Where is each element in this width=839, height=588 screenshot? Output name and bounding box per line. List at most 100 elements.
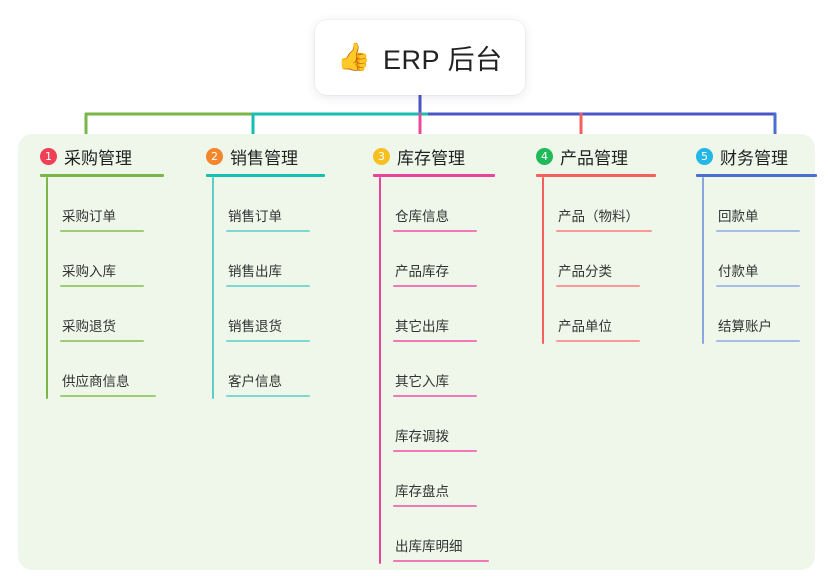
- list-item[interactable]: 回款单: [702, 177, 815, 232]
- leaf-label: 回款单: [718, 209, 759, 225]
- branch-spine-5: [702, 177, 704, 344]
- list-item[interactable]: 仓库信息: [379, 177, 523, 232]
- leaf-label: 库存调拨: [395, 429, 449, 445]
- leaf-underline: [556, 230, 652, 232]
- list-item[interactable]: 产品单位: [542, 287, 683, 342]
- branch-title-2: 销售管理: [230, 149, 298, 168]
- list-item[interactable]: 销售退货: [212, 287, 355, 342]
- list-item[interactable]: 其它入库: [379, 342, 523, 397]
- branch-items-2: 销售订单 销售出库 销售退货 客户信息: [212, 177, 355, 399]
- branch-title-4: 产品管理: [560, 149, 628, 168]
- list-item[interactable]: 采购入库: [46, 232, 188, 287]
- leaf-underline: [226, 285, 310, 287]
- list-item[interactable]: 产品库存: [379, 232, 523, 287]
- list-item[interactable]: 库存调拨: [379, 397, 523, 452]
- leaf-underline: [393, 450, 477, 452]
- branch-header-1[interactable]: 1 采购管理: [40, 134, 188, 172]
- branch-items-5: 回款单 付款单 结算账户: [702, 177, 815, 344]
- list-item[interactable]: 采购退货: [46, 287, 188, 342]
- leaf-underline: [556, 340, 640, 342]
- leaf-underline: [716, 230, 800, 232]
- branch-title-3: 库存管理: [397, 149, 465, 168]
- leaf-label: 仓库信息: [395, 209, 449, 225]
- leaf-label: 产品（物料）: [558, 209, 639, 225]
- leaf-underline: [60, 285, 144, 287]
- leaf-underline: [393, 560, 489, 562]
- branch-column-5: 5 财务管理 回款单 付款单 结算账户: [683, 134, 817, 570]
- list-item[interactable]: 产品分类: [542, 232, 683, 287]
- branch-spine-1: [46, 177, 48, 399]
- leaf-label: 采购订单: [62, 209, 116, 225]
- list-item[interactable]: 库存盘点: [379, 452, 523, 507]
- list-item[interactable]: 付款单: [702, 232, 815, 287]
- branch-items-1: 采购订单 采购入库 采购退货 供应商信息: [46, 177, 188, 399]
- leaf-underline: [393, 230, 477, 232]
- leaf-underline: [393, 285, 477, 287]
- list-item[interactable]: 销售订单: [212, 177, 355, 232]
- branch-underline-3: [373, 174, 495, 177]
- branch-header-3[interactable]: 3 库存管理: [373, 134, 523, 172]
- branch-underline-2: [206, 174, 325, 177]
- branch-header-4[interactable]: 4 产品管理: [536, 134, 683, 172]
- branch-items-4: 产品（物料） 产品分类 产品单位: [542, 177, 683, 344]
- list-item[interactable]: 结算账户: [702, 287, 815, 342]
- leaf-label: 采购入库: [62, 264, 116, 280]
- leaf-label: 产品库存: [395, 264, 449, 280]
- leaf-label: 其它入库: [395, 374, 449, 390]
- branch-badge-3: 3: [373, 148, 390, 165]
- leaf-label: 出库库明细: [395, 539, 463, 555]
- branch-badge-5: 5: [696, 148, 713, 165]
- list-item[interactable]: 出库库明细: [379, 507, 523, 562]
- root-title: ERP 后台: [383, 45, 503, 75]
- leaf-underline: [393, 340, 477, 342]
- leaf-underline: [60, 395, 156, 397]
- leaf-underline: [716, 340, 800, 342]
- branch-spine-2: [212, 177, 214, 399]
- list-item[interactable]: 供应商信息: [46, 342, 188, 397]
- list-item[interactable]: 采购订单: [46, 177, 188, 232]
- branch-items-3: 仓库信息 产品库存 其它出库 其它入库 库存调拨: [379, 177, 523, 564]
- list-item[interactable]: 客户信息: [212, 342, 355, 397]
- leaf-underline: [60, 230, 144, 232]
- root-node[interactable]: 👍 ERP 后台: [315, 20, 525, 95]
- branch-column-1: 1 采购管理 采购订单 采购入库 采购退货 供应商信: [18, 134, 188, 570]
- list-item[interactable]: 销售出库: [212, 232, 355, 287]
- branches-panel: [18, 134, 815, 570]
- branch-column-2: 2 销售管理 销售订单 销售出库 销售退货 客户信息: [188, 134, 355, 570]
- leaf-label: 销售退货: [228, 319, 282, 335]
- leaf-label: 销售出库: [228, 264, 282, 280]
- branch-spine-4: [542, 177, 544, 344]
- branch-badge-2: 2: [206, 148, 223, 165]
- branch-badge-4: 4: [536, 148, 553, 165]
- leaf-label: 销售订单: [228, 209, 282, 225]
- branch-header-2[interactable]: 2 销售管理: [206, 134, 355, 172]
- leaf-label: 结算账户: [718, 319, 772, 335]
- leaf-underline: [716, 285, 800, 287]
- leaf-label: 其它出库: [395, 319, 449, 335]
- branch-column-4: 4 产品管理 产品（物料） 产品分类 产品单位: [523, 134, 683, 570]
- leaf-label: 供应商信息: [62, 374, 130, 390]
- leaf-label: 库存盘点: [395, 484, 449, 500]
- leaf-underline: [393, 505, 477, 507]
- leaf-label: 客户信息: [228, 374, 282, 390]
- branch-underline-1: [40, 174, 164, 177]
- leaf-underline: [226, 395, 310, 397]
- leaf-label: 采购退货: [62, 319, 116, 335]
- branch-spine-3: [379, 177, 381, 564]
- branch-underline-4: [536, 174, 656, 177]
- branch-header-5[interactable]: 5 财务管理: [696, 134, 815, 172]
- leaf-label: 产品单位: [558, 319, 612, 335]
- leaf-label: 产品分类: [558, 264, 612, 280]
- branch-underline-5: [696, 174, 817, 177]
- branch-column-3: 3 库存管理 仓库信息 产品库存 其它出库 其它入库: [355, 134, 523, 570]
- leaf-label: 付款单: [718, 264, 759, 280]
- branch-columns: 1 采购管理 采购订单 采购入库 采购退货 供应商信: [18, 134, 817, 570]
- list-item[interactable]: 产品（物料）: [542, 177, 683, 232]
- leaf-underline: [60, 340, 144, 342]
- leaf-underline: [393, 395, 477, 397]
- leaf-underline: [226, 230, 310, 232]
- thumbs-up-icon: 👍: [337, 42, 372, 72]
- list-item[interactable]: 其它出库: [379, 287, 523, 342]
- leaf-underline: [556, 285, 640, 287]
